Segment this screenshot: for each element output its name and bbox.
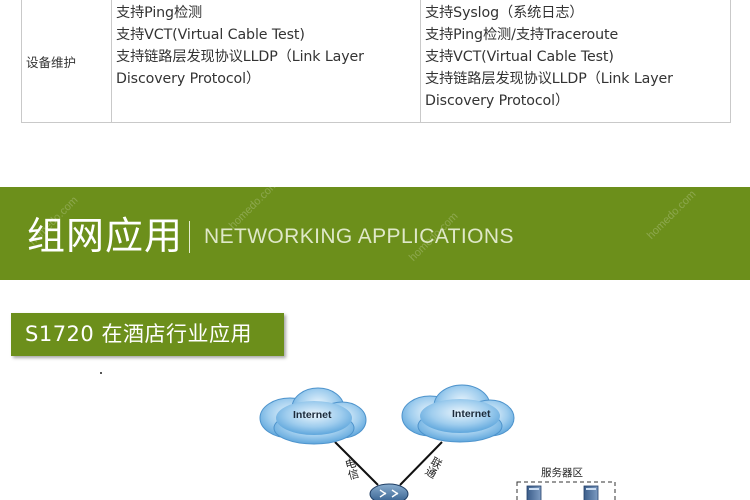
internet-cloud-icon: [259, 387, 367, 445]
section-heading: S1720 在酒店行业应用: [11, 313, 284, 356]
spec-line: 支持链路层发现协议LLDP（Link Layer: [116, 49, 364, 65]
banner-title: 组网应用: [27, 214, 184, 258]
spec-line: Discovery Protocol）: [116, 71, 261, 87]
stray-dot: [100, 372, 102, 374]
cloud-label: Internet: [293, 409, 332, 421]
router-icon: [369, 483, 409, 500]
spec-line: 支持链路层发现协议LLDP（Link Layer: [425, 71, 673, 87]
watermark: homedo.com: [645, 188, 699, 242]
spec-cell-model-a: 支持Ping检测 支持VCT(Virtual Cable Test) 支持链路层…: [112, 0, 421, 122]
spec-line: 支持Syslog（系统日志）: [425, 5, 584, 21]
row-label: 设备维护: [22, 0, 112, 122]
banner-subtitle: NETWORKING APPLICATIONS: [204, 225, 514, 248]
link-line-unicom: [399, 441, 443, 486]
server-icon: [583, 485, 599, 500]
spec-table: 设备维护 支持Ping检测 支持VCT(Virtual Cable Test) …: [21, 0, 731, 123]
banner-divider: [189, 221, 190, 253]
spec-line: Discovery Protocol）: [425, 93, 570, 109]
spec-line: 支持Ping检测: [116, 5, 203, 21]
internet-cloud-icon: [401, 384, 515, 443]
server-icon: [526, 485, 542, 500]
spec-line: 支持VCT(Virtual Cable Test): [425, 49, 614, 65]
network-diagram: Internet Internet 电信 联通 服务器区: [0, 370, 750, 500]
spec-cell-model-b: 支持Syslog（系统日志） 支持Ping检测/支持Traceroute 支持V…: [421, 0, 730, 122]
spec-line: 支持Ping检测/支持Traceroute: [425, 27, 619, 43]
server-zone-label: 服务器区: [541, 467, 583, 479]
cloud-label: Internet: [452, 408, 491, 420]
spec-row-maintenance: 设备维护 支持Ping检测 支持VCT(Virtual Cable Test) …: [22, 0, 730, 122]
section-banner: homedo.com homedo.com homedo.com homedo.…: [0, 187, 750, 280]
spec-line: 支持VCT(Virtual Cable Test): [116, 27, 305, 43]
link-line-telecom: [334, 441, 379, 486]
server-zone: [516, 481, 616, 500]
network-diagram-svg: [259, 384, 616, 500]
